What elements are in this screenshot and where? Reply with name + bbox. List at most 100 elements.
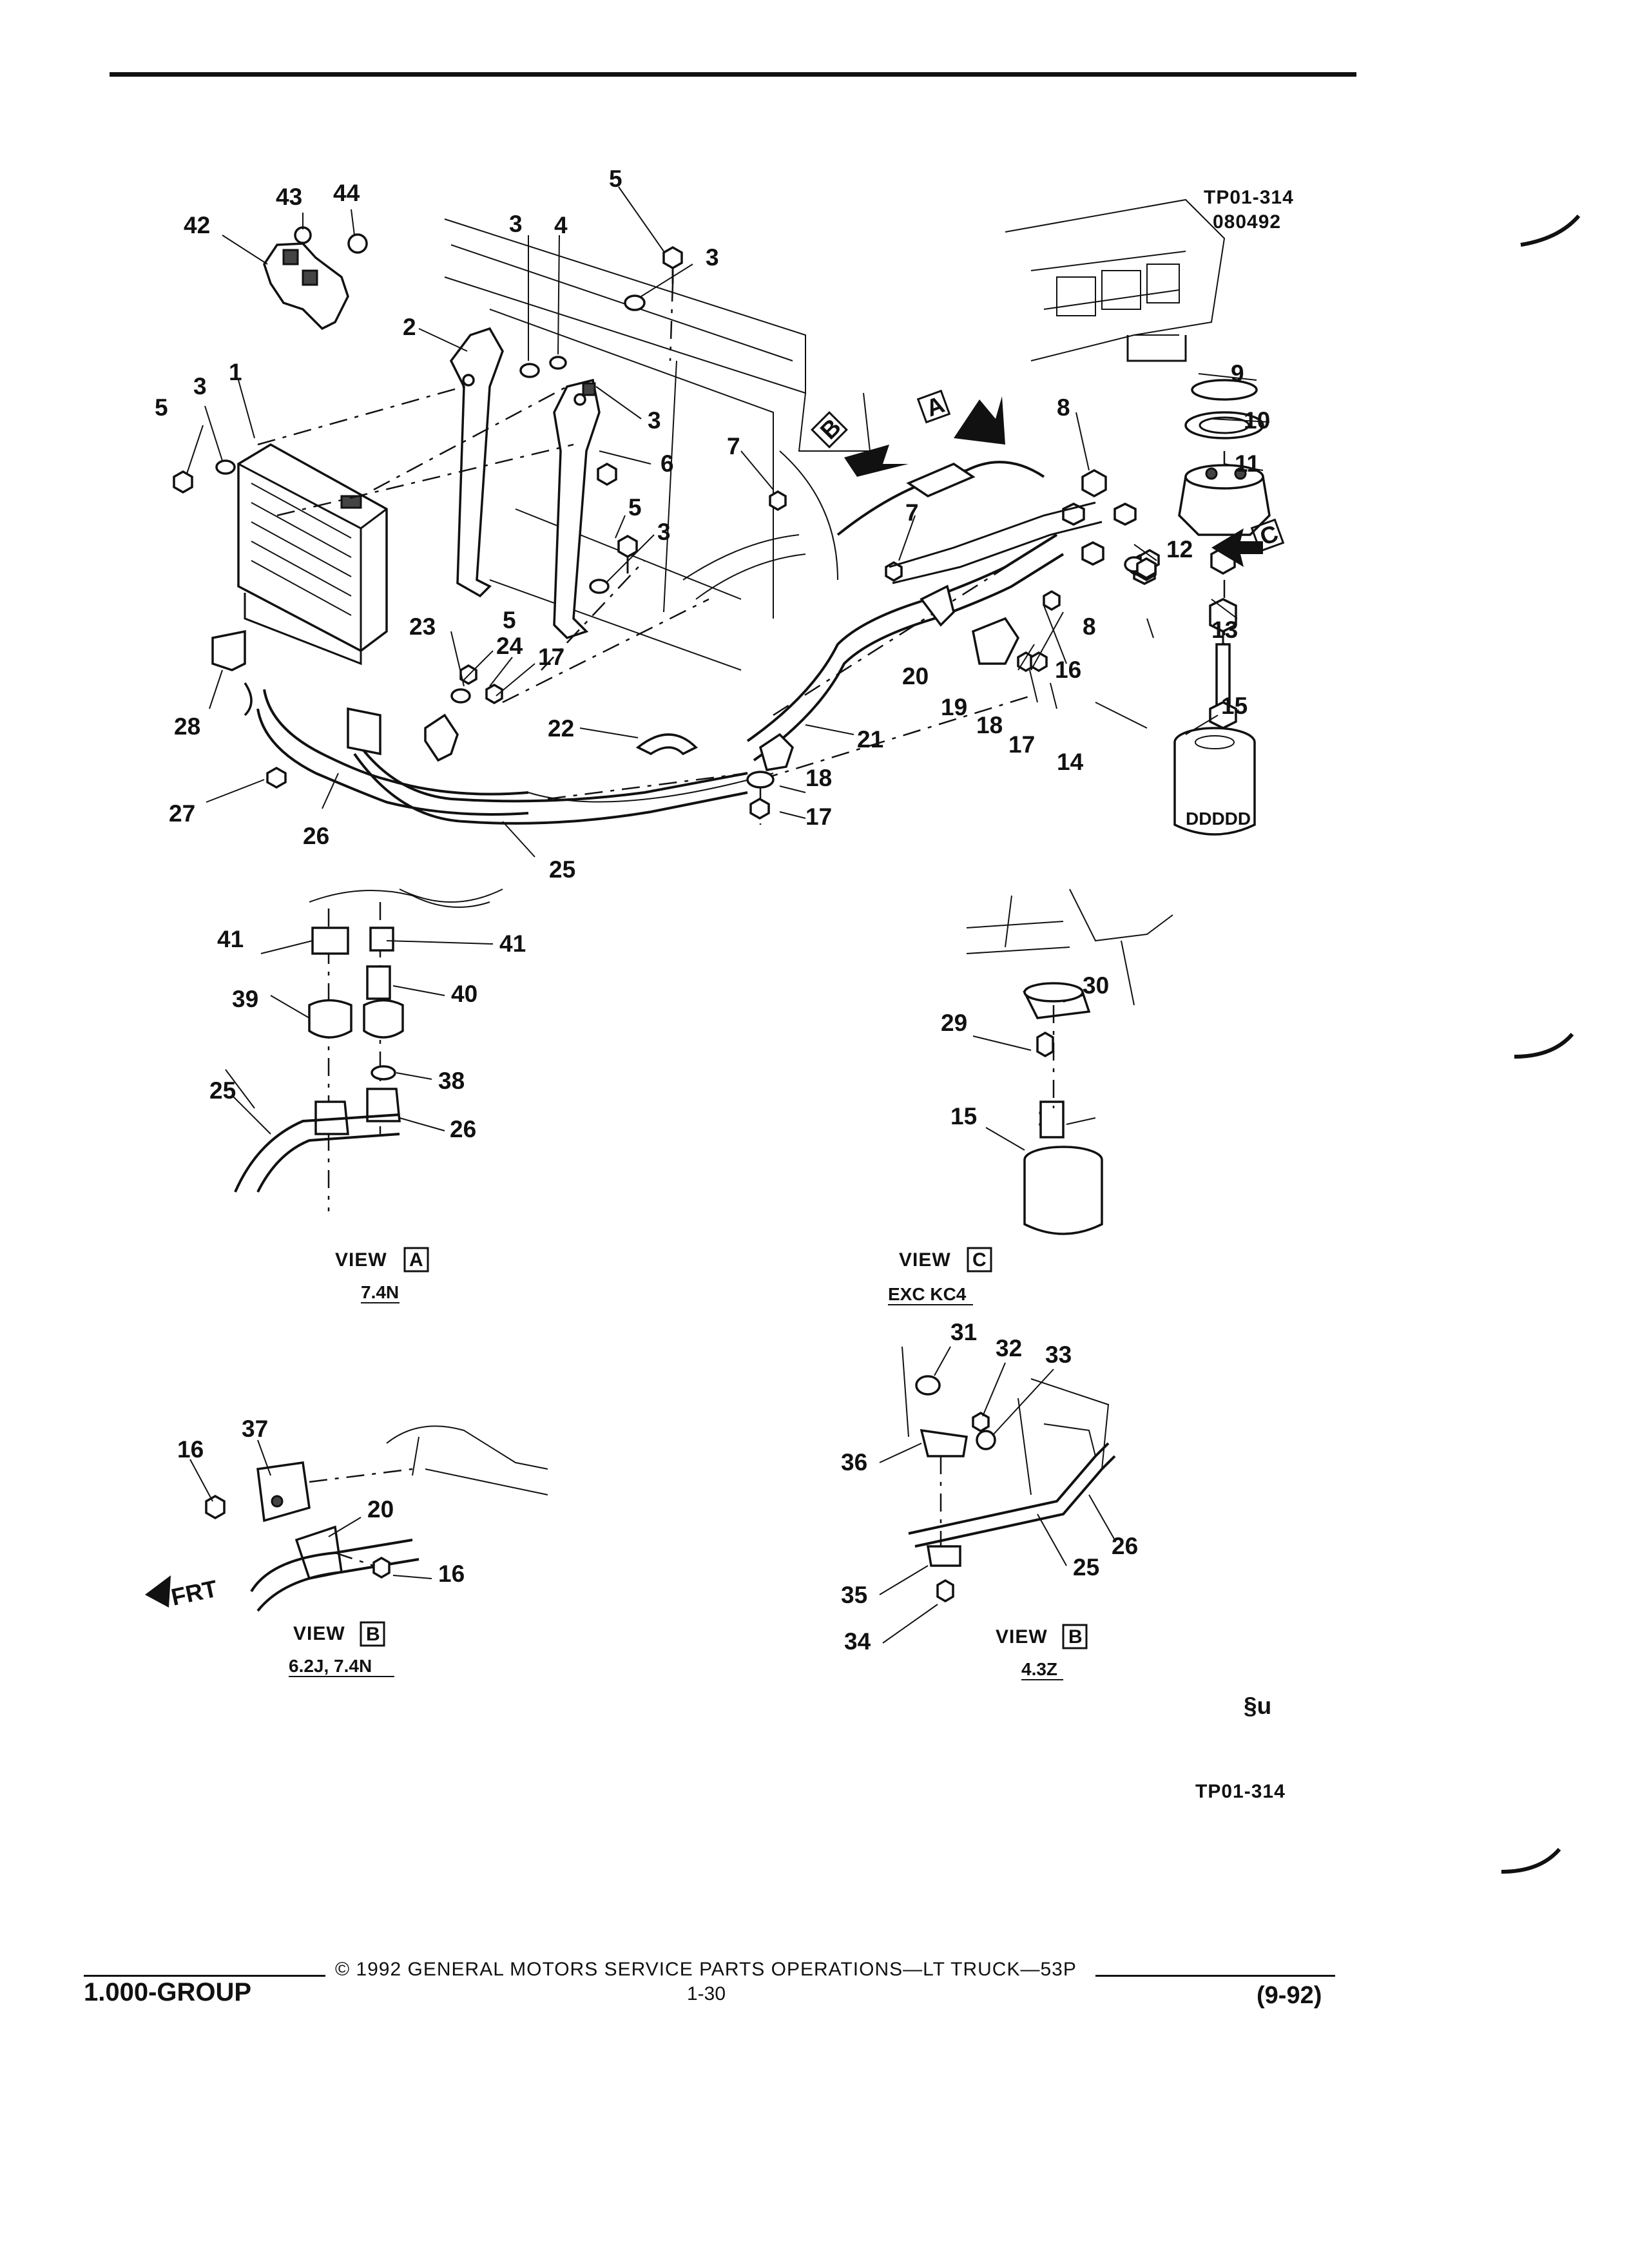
callout-18: 18: [805, 765, 832, 791]
line-clamps: [211, 463, 1061, 820]
callout-39: 39: [232, 986, 258, 1012]
callout-17: 17: [538, 644, 564, 670]
callout-17: 17: [805, 803, 832, 830]
top-rule: [110, 72, 1356, 77]
view-b2-label: VIEW: [996, 1626, 1048, 1648]
callout-19: 19: [941, 694, 967, 720]
callout-3: 3: [509, 211, 523, 237]
callout-26: 26: [1112, 1533, 1138, 1559]
callout-37: 37: [242, 1416, 268, 1442]
view-a-subtitle: 7.4N: [361, 1282, 399, 1302]
oil-filter-main: DDDDD: [1173, 727, 1256, 836]
callout-28: 28: [174, 713, 200, 740]
footer-copyright: © 1992 GENERAL MOTORS SERVICE PARTS OPER…: [335, 1959, 1077, 1980]
callout-5: 5: [628, 494, 642, 521]
view-b1-label: VIEW: [293, 1623, 345, 1644]
callout-40: 40: [451, 981, 477, 1007]
callout-5: 5: [609, 166, 622, 192]
leader-lines: [186, 186, 1270, 858]
callout-8: 8: [1083, 613, 1096, 640]
callout-24: 24: [496, 633, 523, 659]
callout-5: 5: [503, 607, 516, 633]
callout-34: 34: [844, 1628, 871, 1655]
callout-16: 16: [438, 1561, 465, 1587]
callout-15: 15: [950, 1103, 977, 1129]
ref-code: TP01-314: [1204, 187, 1294, 208]
callout-7: 7: [727, 433, 740, 459]
callout-27: 27: [169, 800, 195, 827]
view-c-subtitle: EXC KC4: [888, 1284, 967, 1304]
callout-25: 25: [549, 856, 575, 883]
view-b1-subtitle: 6.2J, 7.4N: [289, 1656, 372, 1676]
callout-26: 26: [450, 1116, 476, 1142]
view-b-marker: B: [815, 414, 846, 445]
footer-page-number: 1-30: [687, 1983, 726, 2004]
engine-block: [1005, 198, 1226, 362]
filter-print: DDDDD: [1186, 809, 1251, 829]
assembly-lines: [257, 283, 1226, 825]
filter-adapter-stack: [1062, 379, 1271, 729]
view-a-marker: A: [923, 391, 948, 422]
bracket-center: [519, 356, 617, 640]
callout-3: 3: [648, 407, 661, 434]
callout-13: 13: [1211, 617, 1238, 643]
callout-32: 32: [996, 1335, 1022, 1361]
view-b2-subtitle: 4.3Z: [1021, 1659, 1057, 1679]
callout-20: 20: [367, 1496, 394, 1523]
callout-22: 22: [548, 715, 574, 742]
callout-18: 18: [976, 712, 1003, 738]
callout-6: 6: [660, 450, 674, 477]
callout-1: 1: [229, 359, 242, 385]
callout-3: 3: [193, 373, 207, 399]
view-a-letter: A: [409, 1249, 424, 1271]
callout-3: 3: [657, 519, 671, 545]
callout-35: 35: [841, 1582, 867, 1608]
callout-17: 17: [1008, 731, 1035, 758]
footer-group: 1.000-GROUP: [84, 1978, 252, 2006]
callout-43: 43: [276, 184, 302, 210]
footer-rule-right: [1095, 1975, 1335, 1977]
callout-14: 14: [1057, 749, 1084, 775]
front-marker: FRT: [169, 1575, 220, 1611]
callout-26: 26: [303, 823, 329, 849]
callout-10: 10: [1244, 407, 1270, 434]
callout-31: 31: [950, 1319, 977, 1345]
figure-ref: TP01-314: [1195, 1781, 1286, 1802]
callout-21: 21: [857, 726, 883, 753]
arrow-view-a-icon: [954, 396, 1005, 445]
callout-20: 20: [902, 663, 929, 689]
frame-rail: [444, 218, 871, 671]
callout-36: 36: [841, 1449, 867, 1475]
view-b2-drawing: [879, 1346, 1116, 1644]
callout-16: 16: [1055, 657, 1081, 683]
oil-cooler: [237, 443, 388, 666]
binding-mark-icon: [1501, 1848, 1561, 1874]
callout-25: 25: [1073, 1554, 1099, 1581]
callout-2: 2: [403, 314, 416, 340]
callout-30: 30: [1083, 972, 1109, 999]
callout-41: 41: [217, 926, 244, 952]
callout-16: 16: [177, 1436, 204, 1463]
callout-12: 12: [1166, 536, 1193, 562]
callout-8: 8: [1057, 394, 1070, 421]
footer-rule-left: [84, 1975, 325, 1977]
brand-mark: §u: [1244, 1693, 1271, 1719]
callout-42: 42: [184, 212, 210, 238]
callout-33: 33: [1045, 1341, 1072, 1368]
callout-7: 7: [905, 499, 919, 526]
binding-mark-icon: [1514, 1033, 1574, 1059]
callout-29: 29: [941, 1010, 967, 1036]
front-arrow-icon: [145, 1575, 171, 1608]
view-c-letter: C: [972, 1249, 987, 1271]
view-b1-letter: B: [366, 1624, 381, 1645]
callout-11: 11: [1235, 450, 1260, 477]
cooler-bolts: [173, 459, 236, 494]
callout-15: 15: [1221, 693, 1248, 719]
arrow-view-c-icon: [1211, 528, 1263, 567]
view-c-label: VIEW: [899, 1249, 951, 1271]
callout-44: 44: [333, 180, 360, 206]
callout-25: 25: [209, 1077, 236, 1104]
callout-38: 38: [438, 1068, 465, 1094]
